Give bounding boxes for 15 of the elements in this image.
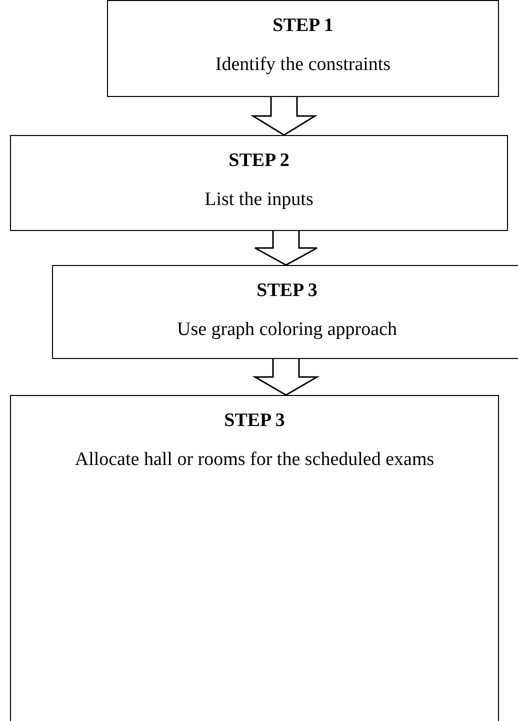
process-box: [10, 135, 508, 231]
step-heading: STEP 3: [256, 280, 318, 302]
step-description: Allocate hall or rooms for the scheduled exams: [74, 448, 436, 472]
process-box: [10, 395, 499, 721]
process-box: [107, 0, 499, 97]
block-arrow: [250, 96, 318, 136]
step-heading: STEP 1: [272, 15, 334, 37]
step-description: Use graph coloring approach: [176, 318, 398, 342]
block-arrow: [252, 358, 320, 396]
process-box: [52, 265, 518, 359]
block-arrow: [254, 230, 318, 266]
step-heading: STEP 3: [223, 410, 286, 432]
step-description: List the inputs: [204, 188, 314, 212]
step-heading: STEP 2: [228, 150, 290, 172]
step-description: Identify the constraints: [214, 53, 392, 77]
